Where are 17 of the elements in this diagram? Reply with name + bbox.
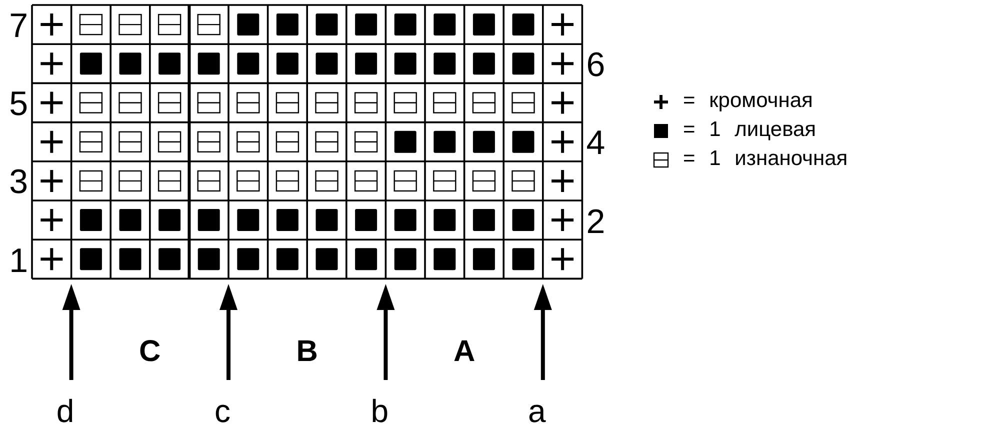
row-number: 3 xyxy=(9,165,28,200)
arrow-letter: b xyxy=(370,395,389,427)
section-letter: C xyxy=(139,337,161,367)
legend-text: = 1 лицевая xyxy=(683,119,816,140)
row-number: 6 xyxy=(586,48,606,82)
row-number: 5 xyxy=(9,87,28,122)
section-letter: A xyxy=(453,337,476,367)
row-number: 1 xyxy=(9,244,28,278)
row-number: 2 xyxy=(586,204,606,238)
row-number: 7 xyxy=(9,9,28,43)
arrow-letter: d xyxy=(56,395,74,427)
legend-text: = кромочная xyxy=(683,90,813,111)
arrow-letter: c xyxy=(214,395,230,427)
section-letter: B xyxy=(296,337,318,367)
arrow-letter: a xyxy=(528,395,546,427)
row-number: 4 xyxy=(586,126,606,160)
legend-text: = 1 изнаночная xyxy=(683,148,848,169)
